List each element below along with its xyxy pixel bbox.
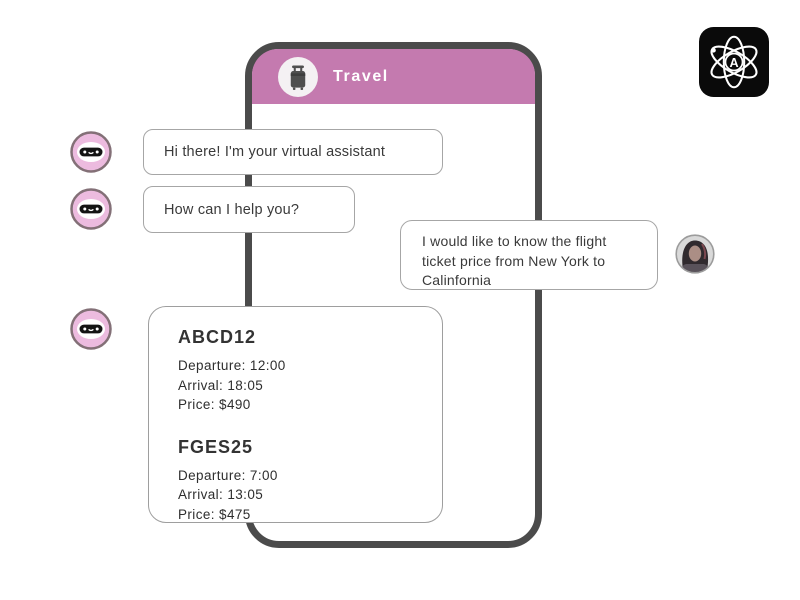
luggage-icon xyxy=(290,65,306,90)
woman-photo-avatar xyxy=(675,234,715,274)
flight-result: ABCD12 Departure: 12:00 Arrival: 18:05 P… xyxy=(178,324,422,415)
user-message-text: I would like to know the flight ticket p… xyxy=(422,233,607,288)
bot-avatar xyxy=(70,308,112,350)
robot-face-icon xyxy=(70,188,112,230)
chat-header: Travel xyxy=(252,49,535,104)
flight-results-bubble: ABCD12 Departure: 12:00 Arrival: 18:05 P… xyxy=(148,306,443,523)
user-message-bubble: I would like to know the flight ticket p… xyxy=(400,220,658,290)
atom-icon: A xyxy=(699,27,769,97)
chat-title: Travel xyxy=(333,67,389,85)
bot-avatar xyxy=(70,188,112,230)
brand-logo: A xyxy=(699,27,769,97)
bot-message-bubble: Hi there! I'm your virtual assistant xyxy=(143,129,443,175)
bot-avatar xyxy=(70,131,112,173)
flight-departure: Departure: 7:00 xyxy=(178,467,278,483)
user-avatar xyxy=(675,234,715,274)
flight-departure: Departure: 12:00 xyxy=(178,358,286,373)
flight-arrival: Arrival: 18:05 xyxy=(178,377,264,393)
robot-face-icon xyxy=(70,131,112,173)
flight-price: Price: $490 xyxy=(178,397,251,412)
flight-code: FGES25 xyxy=(178,436,254,457)
flight-result: FGES25 Departure: 7:00 Arrival: 13:05 Pr… xyxy=(178,434,422,525)
logo-letter: A xyxy=(729,56,738,70)
bot-message-text: How can I help you? xyxy=(164,201,300,218)
robot-face-icon xyxy=(70,308,112,350)
flight-code: ABCD12 xyxy=(178,327,257,347)
header-avatar-circle xyxy=(278,56,318,97)
phone-frame: Travel xyxy=(245,42,542,548)
flight-arrival: Arrival: 13:05 xyxy=(178,487,264,502)
flight-price: Price: $475 xyxy=(178,506,251,522)
bot-message-bubble: How can I help you? xyxy=(143,186,355,233)
bot-message-text: Hi there! I'm your virtual assistant xyxy=(164,144,386,160)
